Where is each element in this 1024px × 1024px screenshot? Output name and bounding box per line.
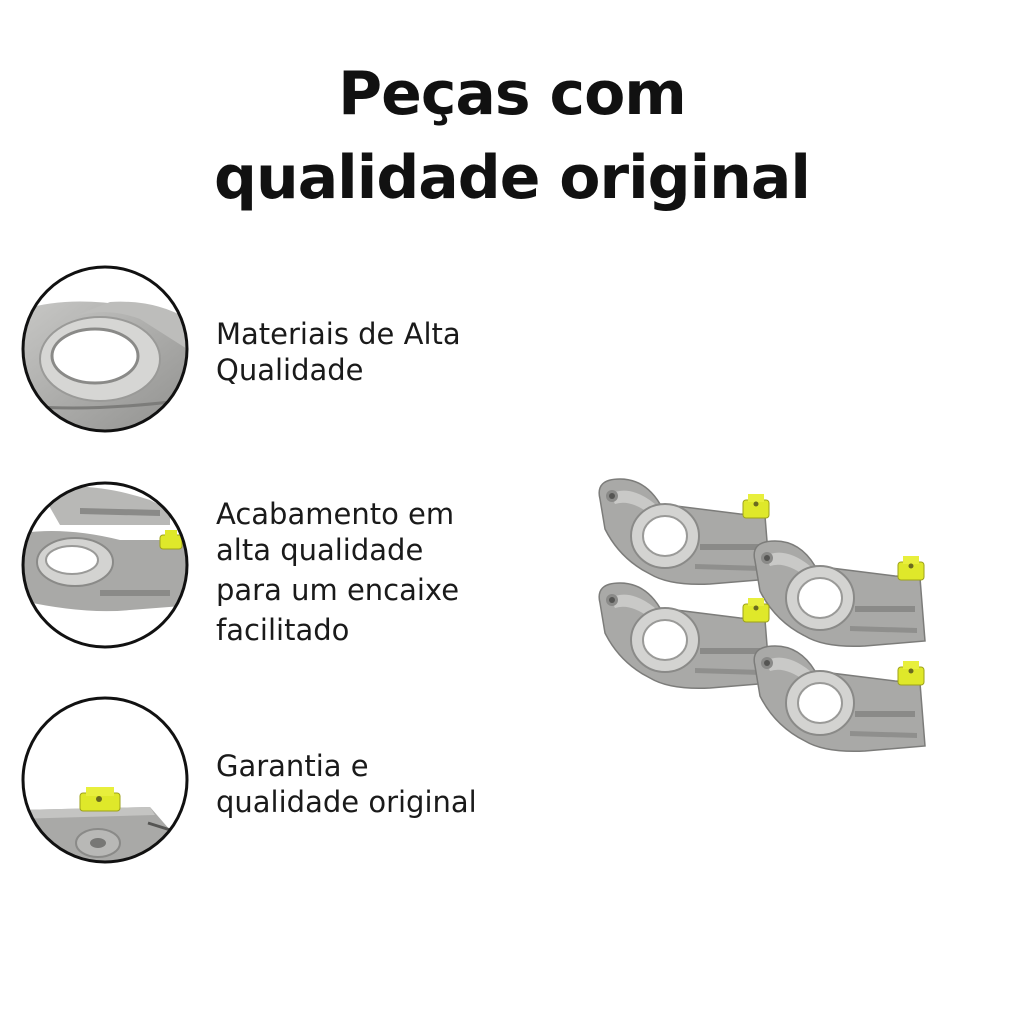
page-title: Peças com qualidade original (0, 52, 1024, 220)
feature-1-line-1: Materiais de Alta (216, 317, 461, 351)
feature-2-line-4: facilitado (216, 613, 350, 647)
feature-2-line-2: alta qualidade (216, 533, 424, 567)
feature-text-finish: Acabamento em alta qualidade para um enc… (216, 496, 459, 648)
feature-text-materials: Materiais de Alta Qualidade (216, 316, 461, 388)
feature-3-line-2: qualidade original (216, 785, 477, 819)
feature-2-line-3: para um encaixe (216, 573, 460, 607)
feature-text-warranty: Garantia e qualidade original (216, 748, 477, 820)
part-finish-detail-icon (20, 480, 190, 650)
feature-2-line-1: Acabamento em (216, 497, 455, 531)
part-ring-detail-icon (20, 264, 190, 434)
feature-3-line-1: Garantia e (216, 749, 369, 783)
product-rocker-arms-image (585, 466, 955, 766)
part-plug-detail-icon (20, 695, 190, 865)
title-line-1: Peças com (338, 59, 687, 129)
title-line-2: qualidade original (214, 143, 811, 213)
feature-1-line-2: Qualidade (216, 353, 364, 387)
